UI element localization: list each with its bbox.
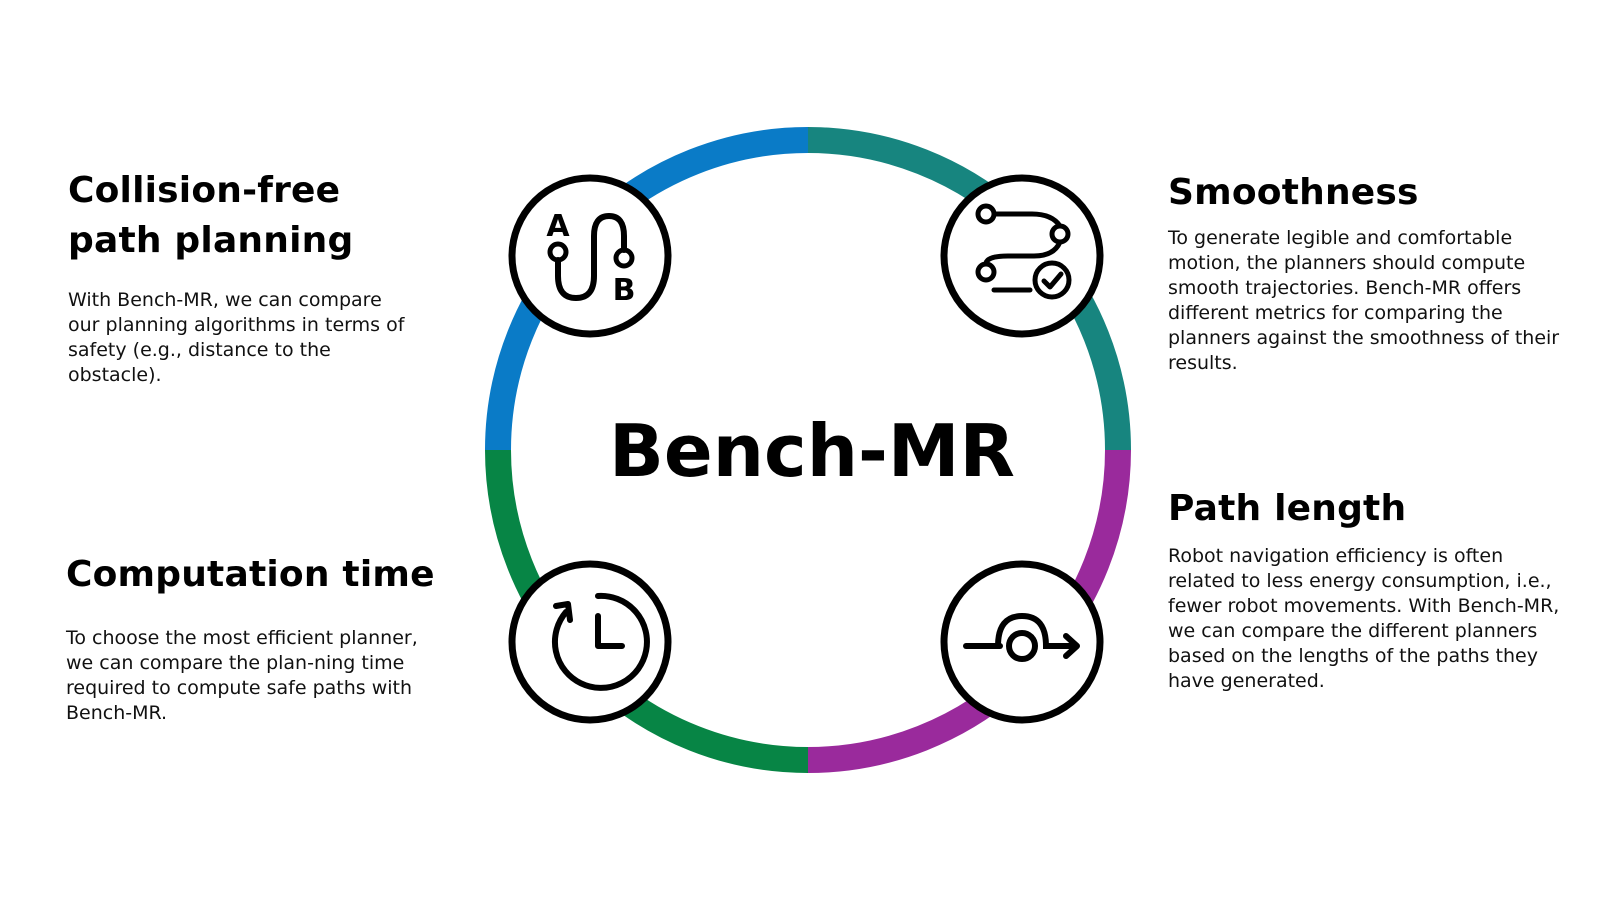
icon-label-a: A xyxy=(546,209,570,244)
feature-title: Path length xyxy=(1168,488,1407,529)
feature-body: With Bench-MR, we can compare our planni… xyxy=(68,289,405,386)
feature-path-length: Path length Robot navigation efficiency … xyxy=(1168,484,1588,694)
feature-collision-free: Collision-free path planning With Bench-… xyxy=(68,166,468,388)
feature-smoothness: Smoothness To generate legible and comfo… xyxy=(1168,168,1588,376)
feature-body: Robot navigation efficiency is often rel… xyxy=(1168,545,1560,692)
feature-title-line1: Collision-free xyxy=(68,170,341,211)
center-title: Bench-MR xyxy=(609,409,1015,493)
feature-body: To choose the most efficient planner, we… xyxy=(66,627,418,724)
feature-title: Collision-free path planning xyxy=(68,166,468,266)
smooth-route-check-icon xyxy=(940,174,1104,338)
path-length-arrow-icon xyxy=(940,560,1104,724)
feature-body: To generate legible and comfortable moti… xyxy=(1168,227,1560,374)
icon-label-b: B xyxy=(613,273,636,308)
clock-refresh-icon xyxy=(508,560,672,724)
path-a-to-b-icon: A B xyxy=(508,174,672,338)
feature-computation-time: Computation time To choose the most effi… xyxy=(66,550,486,726)
feature-title: Computation time xyxy=(66,554,435,595)
feature-title: Smoothness xyxy=(1168,172,1419,213)
feature-title-line2: path planning xyxy=(68,220,354,261)
